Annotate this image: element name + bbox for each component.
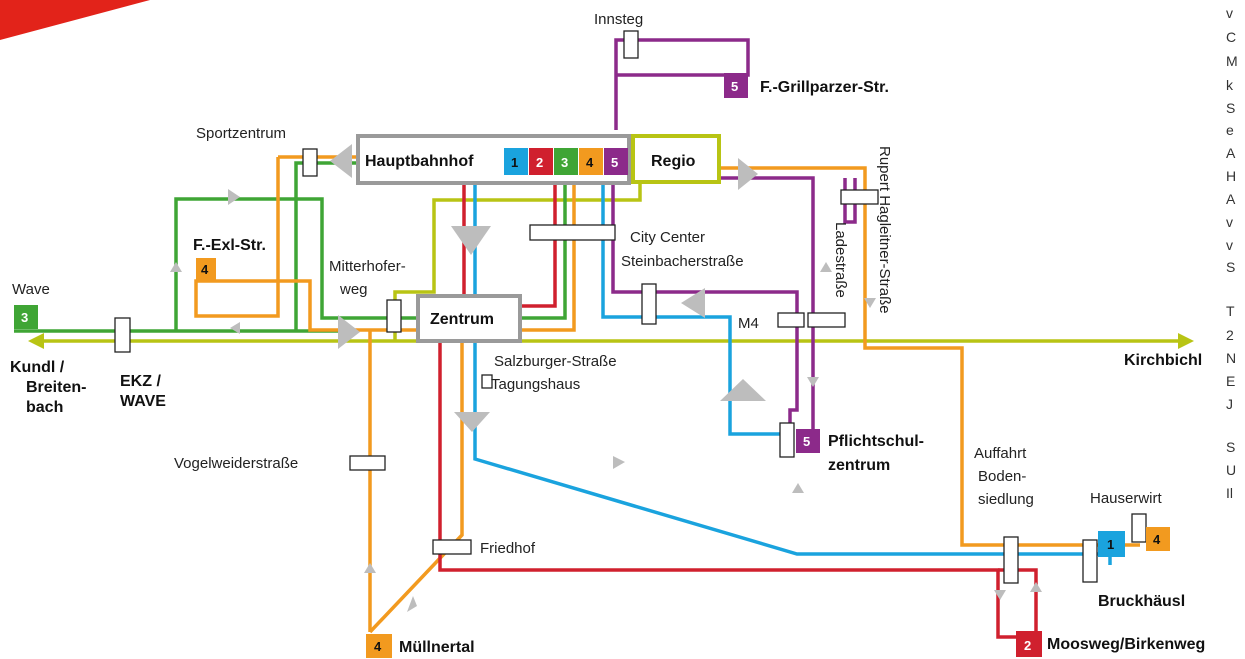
hub-badge-1 [504,148,528,175]
badge-wave-text: 3 [21,310,28,325]
stop-auffahrt-3: siedlung [978,491,1034,508]
stop-pflicht-2: zentrum [828,457,890,474]
hub-badge-2-text: 2 [536,155,543,170]
stop-pflicht-1[interactable]: Pflichtschul- [828,433,924,450]
side-text-15: N [1226,350,1236,366]
zentrum-box[interactable] [416,294,522,343]
stop-steinbacherstrasse[interactable]: Steinbacherstraße [621,253,744,270]
hub-badge-5 [604,148,628,175]
side-text-17: J [1226,396,1233,412]
badge-pflicht [796,429,820,453]
stop-moosweg[interactable]: Moosweg/Birkenweg [1047,636,1205,653]
badge-wave [14,305,38,329]
stop-innsteg[interactable]: Innsteg [594,11,643,28]
stop-muellnertal[interactable]: Müllnertal [399,639,475,656]
badge-bruckhaeusl-text: 1 [1107,537,1114,552]
hub-badge-3 [554,148,578,175]
stop-tagungshaus[interactable]: Tagungshaus [491,376,580,393]
badge-bruckhaeusl [1098,531,1125,557]
side-text-column: v C M k S e A H A v v S T 2 N E J S U Il [1226,5,1238,501]
side-text-8: A [1226,191,1236,207]
side-text-16: E [1226,373,1235,389]
stop-auffahrt-2: Boden- [978,468,1026,485]
line-2 [418,168,1038,639]
side-text-21: Il [1226,485,1233,501]
stop-mitterhoferweg-1[interactable]: Mitterhofer- [329,258,406,275]
hauptbahnhof-label: Hauptbahnhof [365,153,474,170]
badge-exl [196,258,216,280]
side-text-3: k [1226,77,1234,93]
hub-badge-4-text: 4 [586,155,594,170]
side-text-7: H [1226,168,1236,184]
stop-sportzentrum[interactable]: Sportzentrum [196,125,286,142]
stop-vogelweider[interactable]: Vogelweiderstraße [174,455,298,472]
side-text-9: v [1226,214,1233,230]
badge-grillparzer-text: 5 [731,79,738,94]
regio-box[interactable] [631,134,721,184]
line-4 [194,155,1140,634]
stop-ekz-2: WAVE [120,393,166,410]
stop-kundl-2: Breiten- [26,379,86,396]
side-text-13: T [1226,303,1235,319]
hub-badge-1-text: 1 [511,155,518,170]
hub-badge-4 [579,148,603,175]
side-text-0: v [1226,5,1233,21]
badge-exl-text: 4 [201,262,209,277]
side-text-14: 2 [1226,327,1234,343]
side-text-6: A [1226,145,1236,161]
hub-badge-5-text: 5 [611,155,618,170]
side-text-20: U [1226,462,1236,478]
stop-markers [114,30,1147,584]
badge-muellnertal-text: 4 [374,639,382,654]
stop-grillparzer[interactable]: F.-Grillparzer-Str. [760,79,889,96]
line-1 [473,168,1112,565]
stop-auffahrt-1[interactable]: Auffahrt [974,445,1027,462]
side-text-19: S [1226,439,1235,455]
zentrum-label: Zentrum [430,311,494,328]
line-3 [14,161,567,333]
stop-rupert-hagleitner[interactable]: Rupert Hagleitner-Straße [876,146,893,314]
badge-pflicht-text: 5 [803,434,810,449]
badge-moosweg [1016,631,1042,657]
side-text-4: S [1226,100,1235,116]
side-text-11: S [1226,259,1235,275]
badge-muellnertal [366,634,392,658]
stop-ladestrasse[interactable]: Ladestraße [832,222,849,298]
hub-badge-2 [529,148,553,175]
side-text-2: M [1226,53,1238,69]
direction-arrows [170,144,1042,612]
badge-moosweg-text: 2 [1024,638,1031,653]
stop-salzburger[interactable]: Salzburger-Straße [494,353,617,370]
side-text-10: v [1226,237,1233,253]
badge-hauserwirt-text: 4 [1153,532,1161,547]
badge-grillparzer [724,73,748,98]
stop-friedhof[interactable]: Friedhof [480,540,536,557]
regio-arrow-right [1178,333,1194,349]
stop-hauserwirt[interactable]: Hauserwirt [1090,490,1163,507]
brand-corner-shape [0,0,150,40]
side-text-5: e [1226,122,1234,138]
stop-kundl-3: bach [26,399,63,416]
regio-arrow-left [28,333,44,349]
stop-ekz-1[interactable]: EKZ / [120,373,161,390]
stop-m4[interactable]: M4 [738,315,759,332]
stop-wave[interactable]: Wave [12,281,50,298]
stop-kundl-1[interactable]: Kundl / [10,359,65,376]
hub-badge-3-text: 3 [561,155,568,170]
stop-mitterhoferweg-2: weg [339,281,368,298]
stop-city-center[interactable]: City Center [630,229,705,246]
stop-kirchbichl[interactable]: Kirchbichl [1124,352,1202,369]
stop-bruckhaeusl[interactable]: Bruckhäusl [1098,593,1185,610]
badge-hauserwirt [1146,527,1170,551]
side-text-1: C [1226,29,1236,45]
stop-exl[interactable]: F.-Exl-Str. [193,237,266,254]
regio-label: Regio [651,153,696,170]
